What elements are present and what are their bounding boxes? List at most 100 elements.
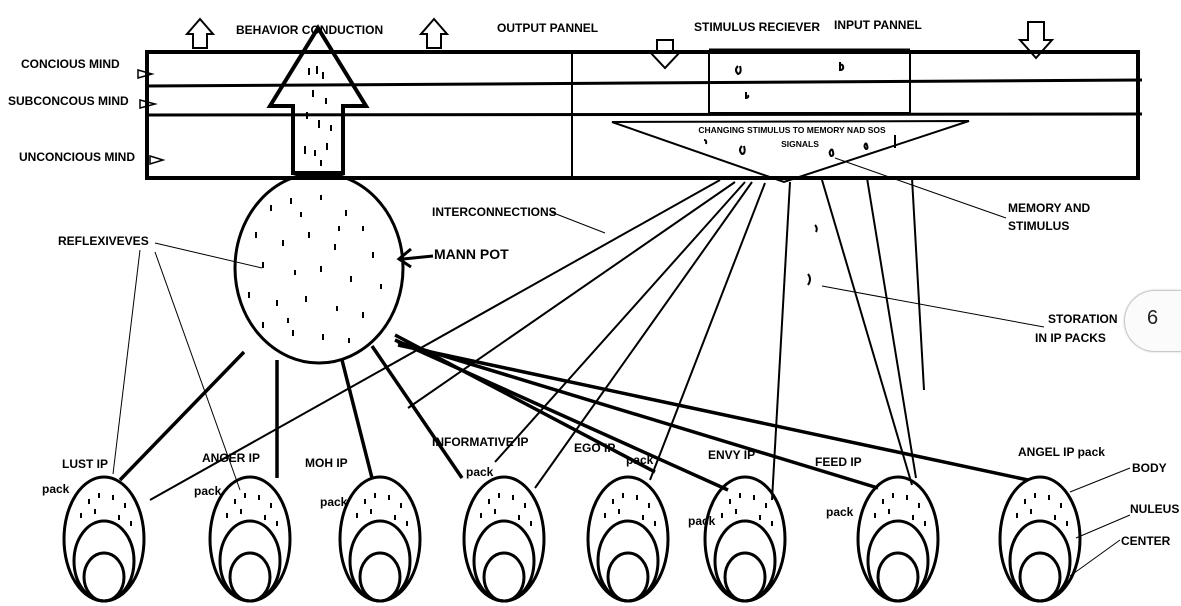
panel-connection bbox=[821, 179, 913, 486]
ip-pack bbox=[998, 475, 1082, 603]
ip-pack-suffix: pack bbox=[42, 482, 70, 496]
mind-level-markers bbox=[137, 69, 166, 166]
panel-connection bbox=[149, 179, 721, 501]
pack-center bbox=[606, 551, 650, 603]
pack-nucleus bbox=[472, 519, 536, 603]
ip-pack-name: INFORMATIVE IP bbox=[432, 435, 528, 449]
pointer-arrow-icon bbox=[396, 247, 434, 269]
ip-packs-group bbox=[62, 475, 1082, 603]
ip-pack-name: EGO IP bbox=[574, 441, 615, 455]
stimulus-reciever-label: STIMULUS RECIEVER bbox=[694, 20, 820, 34]
storation-label-line2: IN IP PACKS bbox=[1035, 331, 1106, 345]
ip-pack-suffix: pack bbox=[626, 453, 654, 467]
memory-label-line2: STIMULUS bbox=[1008, 219, 1069, 233]
down-arrow-icon bbox=[1017, 21, 1055, 60]
output-arrows bbox=[184, 17, 450, 49]
panel-connection bbox=[534, 181, 753, 489]
pack-body bbox=[586, 475, 670, 603]
output-pannel-label: OUTPUT PANNEL bbox=[497, 21, 598, 35]
input-pannel-label: INPUT PANNEL bbox=[834, 18, 922, 32]
pot-connection bbox=[397, 343, 1029, 482]
ip-pack-suffix: pack bbox=[320, 495, 348, 509]
nucleus-label: NULEUS bbox=[1130, 502, 1179, 516]
funnel-label-line1: CHANGING STIMULUS TO MEMORY NAD SOS bbox=[698, 125, 886, 135]
ip-pack-name: MOH IP bbox=[305, 456, 348, 470]
pack-center bbox=[1018, 551, 1062, 603]
pack-body bbox=[62, 475, 146, 603]
pot-connection bbox=[340, 359, 374, 479]
up-arrow-icon bbox=[184, 17, 216, 49]
behavior-conduction-label: BEHAVIOR CONDUCTION bbox=[236, 23, 383, 37]
ip-pack bbox=[338, 475, 422, 603]
pot-connection bbox=[394, 333, 656, 474]
ip-pack-labels: LUST IP pack ANGER IP pack MOH IP pack INFORMA… bbox=[42, 435, 1105, 528]
pack-center bbox=[723, 551, 767, 603]
pack-nucleus bbox=[713, 519, 777, 603]
right-arrow-icon bbox=[137, 69, 155, 79]
panel-connection bbox=[866, 177, 917, 479]
pack-body bbox=[703, 475, 787, 603]
ip-pack-suffix: pack bbox=[688, 514, 716, 528]
ip-pack-name: ENVY IP bbox=[708, 448, 755, 462]
page-number: 6 bbox=[1147, 307, 1159, 329]
ip-pack-suffix: pack bbox=[194, 484, 222, 498]
leader-lines bbox=[112, 157, 1131, 577]
right-arrow-icon bbox=[139, 99, 158, 109]
ip-pack-name: LUST IP bbox=[62, 457, 108, 471]
stimulus-marks bbox=[703, 62, 896, 286]
pack-nucleus bbox=[596, 519, 660, 603]
subconcious-mind-label: SUBCONCOUS MIND bbox=[8, 94, 129, 108]
pack-body bbox=[462, 475, 546, 603]
ip-pack-name: FEED IP bbox=[815, 455, 862, 469]
body-label: BODY bbox=[1132, 461, 1167, 475]
interconnections-label: INTERCONNECTIONS bbox=[432, 205, 557, 219]
input-arrows bbox=[647, 21, 1055, 70]
ip-pack bbox=[62, 475, 146, 603]
memory-label-line1: MEMORY AND bbox=[1008, 201, 1091, 215]
ip-pack bbox=[462, 475, 546, 603]
pack-nucleus bbox=[866, 519, 930, 603]
panel-connection bbox=[407, 181, 736, 409]
pot-connection bbox=[394, 338, 729, 492]
mann-pot-label: MANN POT bbox=[434, 246, 509, 262]
panel-connection bbox=[494, 181, 746, 463]
pack-body bbox=[856, 475, 940, 603]
panel-connection bbox=[771, 181, 791, 501]
panel-connection bbox=[649, 182, 766, 481]
pot-connection bbox=[118, 350, 246, 482]
right-arrow-icon bbox=[149, 154, 166, 166]
pack-center bbox=[82, 551, 126, 603]
down-arrow-icon bbox=[647, 39, 683, 70]
pot-connection bbox=[397, 340, 879, 490]
ip-pack bbox=[856, 475, 940, 603]
pack-body bbox=[208, 475, 292, 603]
arrow-dots bbox=[304, 66, 332, 166]
behavior-up-arrow-icon bbox=[266, 24, 370, 175]
pack-body bbox=[998, 475, 1082, 603]
pack-nucleus bbox=[348, 519, 412, 603]
funnel-label-line2: SIGNALS bbox=[781, 139, 819, 149]
ip-pack-suffix: pack bbox=[466, 465, 494, 479]
unconcious-mind-label: UNCONCIOUS MIND bbox=[19, 150, 135, 164]
pack-center bbox=[228, 551, 272, 603]
panel-connection bbox=[911, 177, 925, 391]
pack-nucleus bbox=[218, 519, 282, 603]
reflexives-label: REFLEXIVEVES bbox=[58, 234, 149, 248]
subconcious-divider bbox=[146, 112, 1143, 117]
pack-body bbox=[338, 475, 422, 603]
stimulus-funnel bbox=[611, 120, 970, 184]
mind-panel bbox=[145, 48, 1143, 180]
pack-center bbox=[876, 551, 920, 603]
up-arrow-icon bbox=[418, 17, 450, 49]
pack-nucleus bbox=[72, 519, 136, 603]
pack-center bbox=[482, 551, 526, 603]
ip-pack-name: ANGER IP bbox=[202, 451, 260, 465]
interconnections-group bbox=[118, 177, 1029, 501]
concious-mind-label: CONCIOUS MIND bbox=[21, 57, 120, 71]
ip-pack-name: ANGEL IP pack bbox=[1018, 445, 1105, 459]
ip-pack bbox=[586, 475, 670, 603]
storation-label-line1: STORATION bbox=[1048, 312, 1118, 326]
ip-pack bbox=[208, 475, 292, 603]
